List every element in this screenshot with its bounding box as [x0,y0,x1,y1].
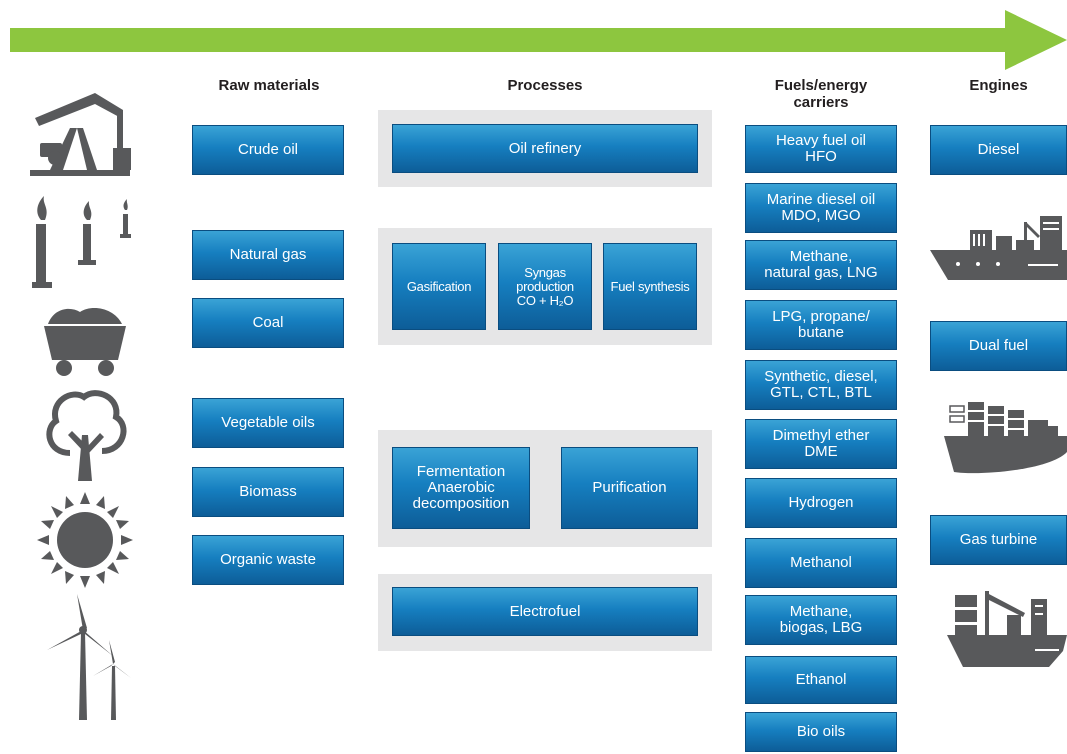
offshore-vessel-icon [947,591,1067,667]
syngas-box: Syngas production CO + H₂O [498,243,592,330]
fuel-box: Methane, natural gas, LNG [745,240,897,290]
engine-box: Dual fuel [930,321,1067,371]
fuel-box: Bio oils [745,712,897,752]
engine-box: Diesel [930,125,1067,175]
header-engines: Engines [969,77,1028,94]
container-ship-icon [930,216,1067,280]
sun-icon [37,492,133,588]
tree-icon [46,390,127,481]
fermentation-box: Fermentation Anaerobic decomposition [392,447,530,529]
oil-refinery-box: Oil refinery [392,124,698,173]
fuel-synthesis-box: Fuel synthesis [603,243,697,330]
header-raw-materials: Raw materials [218,77,320,94]
gasification-box: Gasification [392,243,486,330]
flow-arrow [10,10,1067,70]
raw-material-box: Organic waste [192,535,344,585]
fuel-box: Hydrogen [745,478,897,528]
fuel-box: Methane, biogas, LBG [745,595,897,645]
raw-material-box: Coal [192,298,344,348]
header-fuels: Fuels/energy carriers [774,77,868,111]
cargo-ship-icon [944,402,1067,474]
raw-material-box: Vegetable oils [192,398,344,448]
header-processes: Processes [507,77,583,94]
fuel-box: Ethanol [745,656,897,704]
raw-material-box: Crude oil [192,125,344,175]
fuel-box: Heavy fuel oil HFO [745,125,897,173]
wind-turbine-icon [47,594,131,720]
fuel-box: Methanol [745,538,897,588]
raw-material-box: Natural gas [192,230,344,280]
oil-pump-icon [30,93,131,176]
purification-box: Purification [561,447,698,529]
engine-box: Gas turbine [930,515,1067,565]
coal-cart-icon [44,308,126,376]
fuel-box: Synthetic, diesel, GTL, CTL, BTL [745,360,897,410]
raw-material-box: Biomass [192,467,344,517]
electrofuel-box: Electrofuel [392,587,698,636]
gas-flare-icon [32,196,131,288]
fuel-box: Dimethyl ether DME [745,419,897,469]
fuel-box: Marine diesel oil MDO, MGO [745,183,897,233]
fuel-box: LPG, propane/ butane [745,300,897,350]
